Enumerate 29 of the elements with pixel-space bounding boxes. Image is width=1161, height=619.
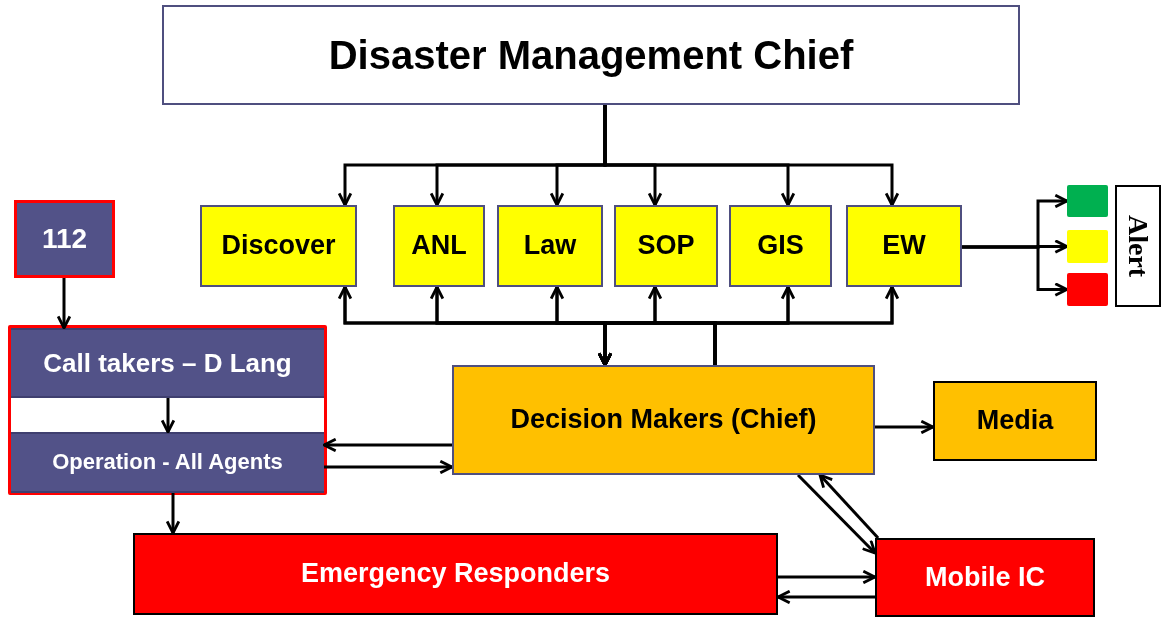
decision-box: Decision Makers (Chief): [452, 365, 875, 475]
title-box: Disaster Management Chief: [162, 5, 1020, 105]
media-box: Media: [933, 381, 1097, 461]
module-box: SOP: [614, 205, 718, 287]
team-band: Call takers – D Lang: [11, 328, 324, 398]
arrow: [713, 285, 900, 365]
arrow: [324, 459, 454, 475]
status-light: [1067, 185, 1108, 217]
group-frame: [8, 325, 327, 495]
arrow: [796, 473, 877, 555]
module-box: EW: [846, 205, 962, 287]
module-box: GIS: [729, 205, 832, 287]
status-light: [1067, 273, 1108, 306]
responders-box: Emergency Responders: [133, 533, 778, 615]
mobile-box: Mobile IC: [875, 538, 1095, 617]
arrow: [56, 278, 72, 330]
arrow: [778, 569, 877, 585]
arrow: [818, 473, 880, 539]
module-box: Law: [497, 205, 603, 287]
number-box: 112: [14, 200, 115, 278]
arrow: [962, 245, 1069, 297]
module-box: ANL: [393, 205, 485, 287]
alert-box: Alert: [1115, 185, 1161, 307]
arrow: [165, 493, 181, 535]
arrow: [160, 398, 176, 434]
arrow: [875, 419, 935, 435]
status-light: [1067, 230, 1108, 263]
team-band: Operation - All Agents: [11, 432, 324, 493]
module-box: Discover: [200, 205, 357, 287]
